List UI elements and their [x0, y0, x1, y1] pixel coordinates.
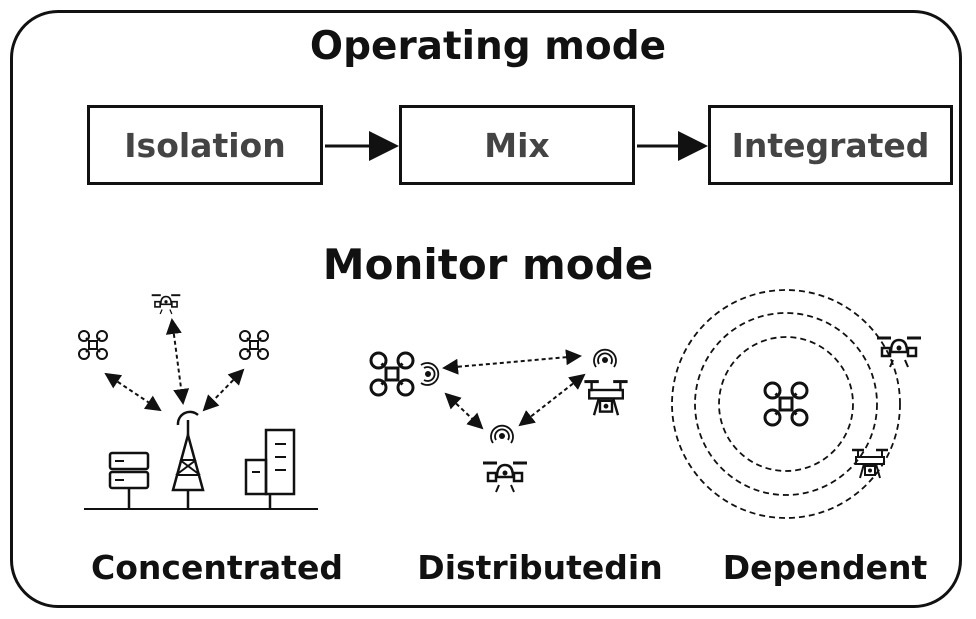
building-icon: [244, 428, 296, 509]
radar-tower-icon: [171, 410, 205, 509]
camera-drone-icon: [481, 461, 529, 494]
camera-drone-icon: [150, 294, 182, 316]
drone-icon: [239, 330, 269, 360]
label-concentrated: Concentrated: [91, 548, 343, 587]
monitor-mode-title: Monitor mode: [322, 240, 654, 289]
stage-mix: Mix: [399, 105, 635, 185]
stage-integrated: Integrated: [708, 105, 953, 185]
stage-isolation: Isolation: [87, 105, 323, 185]
drone-icon: [369, 351, 415, 397]
label-dependent: Dependent: [722, 548, 928, 587]
drone-icon: [78, 330, 108, 360]
label-distributed: Distributedin: [417, 548, 663, 587]
signal-icon: [593, 348, 617, 368]
hexacopter-icon: [582, 380, 630, 417]
drone-icon: [763, 381, 809, 427]
server-icon: [108, 451, 150, 509]
operating-mode-title: Operating mode: [309, 24, 667, 69]
camera-drone-icon: [875, 336, 923, 369]
concentrated-illustration: [78, 294, 318, 510]
hexacopter-icon: [850, 448, 890, 480]
distributed-illustration: [369, 348, 630, 494]
signal-icon: [490, 424, 514, 444]
signal-icon: [420, 362, 440, 386]
dependent-illustration: [671, 289, 923, 519]
